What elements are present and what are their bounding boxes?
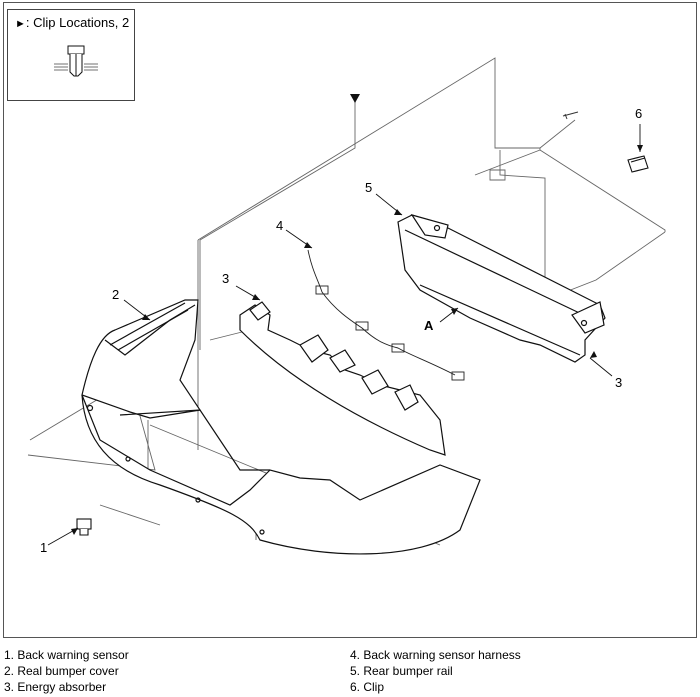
legend-item-2: 2. Real bumper cover — [4, 664, 119, 678]
callout-3-right: 3 — [615, 375, 623, 390]
guide-plane-back — [197, 57, 666, 241]
inset-label: ►: Clip Locations, 2 — [15, 15, 129, 30]
guide-connection-bracket — [489, 169, 506, 181]
leader-arrowheads — [71, 145, 643, 535]
rear-bumper-rail — [397, 213, 606, 363]
figure-frame — [3, 2, 697, 638]
screw-part — [562, 111, 579, 120]
guide-plane-floor — [27, 379, 156, 471]
inset-marker: ► — [15, 18, 26, 30]
inset-label-text: : Clip Locations, 2 — [25, 15, 130, 30]
callout-5: 5 — [365, 180, 373, 195]
clip-location-marker — [350, 94, 360, 103]
legend-left: 1. Back warning sensor 2. Real bumper co… — [4, 647, 129, 695]
legend-item-1: 1. Back warning sensor — [4, 648, 129, 662]
guide-line-top — [199, 100, 356, 241]
callout-3-left: 3 — [222, 271, 230, 286]
legend-right: 4. Back warning sensor harness 5. Rear b… — [350, 647, 521, 695]
clip-location-inset: ►: Clip Locations, 2 — [7, 9, 135, 101]
back-warning-sensor — [76, 518, 92, 536]
push-clip-icon — [54, 45, 98, 77]
exploded-view-diagram — [27, 57, 666, 555]
legend-item-6: 6. Clip — [350, 680, 385, 694]
clip-part — [627, 155, 649, 173]
callout-2: 2 — [112, 287, 120, 302]
legend-item-5: 5. Rear bumper rail — [350, 664, 453, 678]
callout-4: 4 — [276, 218, 284, 233]
energy-absorber — [239, 301, 446, 456]
guide-stripes — [99, 240, 257, 540]
legend-item-3: 3. Energy absorber — [4, 680, 107, 694]
sensor-harness — [307, 249, 465, 381]
guide-dash-right — [474, 119, 576, 176]
callout-6: 6 — [635, 106, 643, 121]
callout-1: 1 — [40, 540, 48, 555]
rear-bumper-cover — [81, 299, 481, 555]
callout-a: A — [424, 318, 434, 333]
guide-plane-right — [499, 150, 666, 301]
legend-item-4: 4. Back warning sensor harness — [350, 648, 521, 662]
